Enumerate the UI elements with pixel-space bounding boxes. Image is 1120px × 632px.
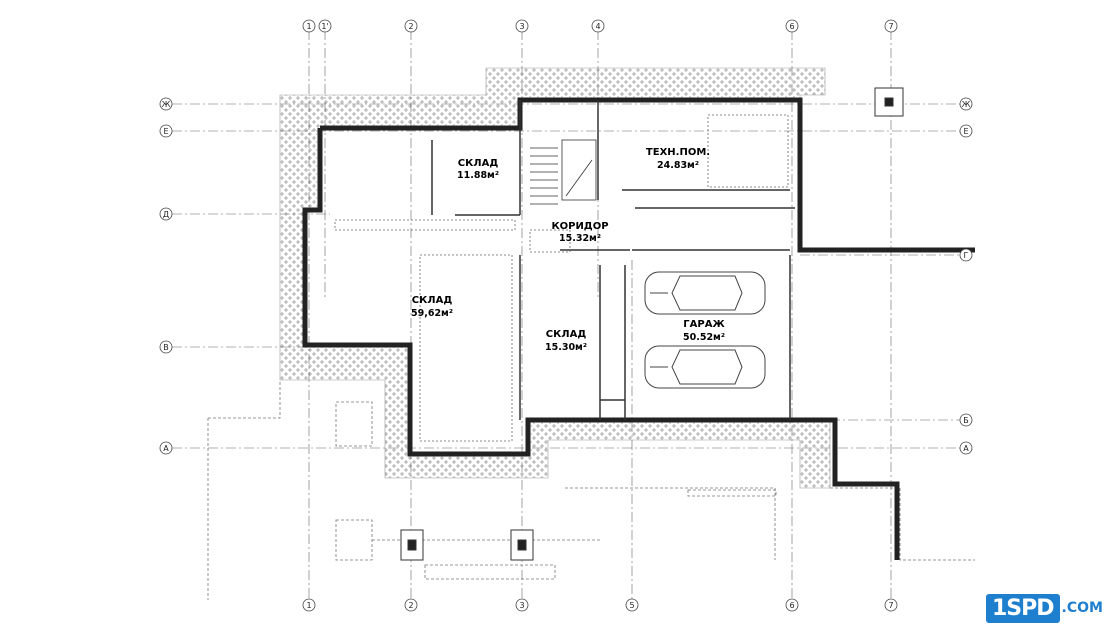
axis-label: 6 — [789, 601, 794, 610]
grid-labels-left: Ж Е Д В А — [162, 100, 171, 453]
room-name-garage: ГАРАЖ — [683, 319, 725, 330]
room-name-sklad-3: СКЛАД — [546, 329, 587, 340]
room-area-corridor: 15.32м² — [559, 233, 601, 244]
axis-label: Д — [163, 210, 169, 219]
grid-labels-top: 1 1' 2 3 4 6 7 — [306, 22, 893, 31]
axis-label: А — [963, 444, 969, 453]
axis-label: 7 — [888, 601, 893, 610]
column-pads — [400, 87, 904, 561]
axis-label: 2 — [408, 22, 413, 31]
axis-label: 2 — [408, 601, 413, 610]
axis-label: 5 — [629, 601, 634, 610]
logo-accent-text: D — [1036, 595, 1054, 621]
axis-label: В — [163, 343, 169, 352]
axis-label: Г — [964, 251, 969, 260]
axis-label: 3 — [519, 601, 524, 610]
room-name-corridor: КОРИДОР — [551, 221, 608, 232]
axis-label: Ж — [962, 100, 971, 109]
site-outline — [207, 380, 975, 600]
grid-labels-bottom: 1 2 3 5 6 7 — [306, 601, 893, 610]
logo-mark-text: 1SP — [992, 595, 1037, 621]
axis-label: 3 — [519, 22, 524, 31]
room-area-sklad-1: 11.88м² — [457, 170, 499, 181]
room-area-sklad-2: 59,62м² — [411, 308, 453, 319]
walls — [302, 97, 975, 560]
room-area-sklad-3: 15.30м² — [545, 342, 587, 353]
axis-label: 6 — [789, 22, 794, 31]
grid-bubbles — [159, 19, 973, 612]
partitions — [431, 100, 795, 420]
axis-label: Б — [963, 416, 969, 425]
room-area-tech: 24.83м² — [657, 160, 699, 171]
car-top — [644, 271, 766, 315]
axis-label: 4 — [595, 22, 600, 31]
room-labels: СКЛАД 11.88м² ТЕХН.ПОМ. 24.83м² КОРИДОР … — [411, 147, 725, 353]
axis-label: 7 — [888, 22, 893, 31]
axis-label: А — [163, 444, 169, 453]
axis-label: Е — [163, 127, 168, 136]
logo-suffix: .COM — [1061, 600, 1103, 616]
dashed-outlines — [334, 114, 789, 442]
room-area-garage: 50.52м² — [683, 332, 725, 343]
axis-label: Е — [963, 127, 968, 136]
site-logo: 1SPD .COM — [986, 590, 1114, 626]
room-name-sklad-1: СКЛАД — [458, 158, 499, 169]
axis-label: Ж — [162, 100, 171, 109]
axis-label: 1 — [306, 601, 311, 610]
room-name-sklad-2: СКЛАД — [412, 295, 453, 306]
axis-label: 1' — [321, 22, 328, 31]
car-bottom — [644, 345, 766, 389]
axis-label: 1 — [306, 22, 311, 31]
grid-labels-right: Ж Е Г Б А — [962, 100, 971, 453]
stair — [530, 139, 597, 205]
logo-mark: 1SPD — [986, 593, 1060, 623]
room-name-tech: ТЕХН.ПОМ. — [646, 147, 710, 158]
